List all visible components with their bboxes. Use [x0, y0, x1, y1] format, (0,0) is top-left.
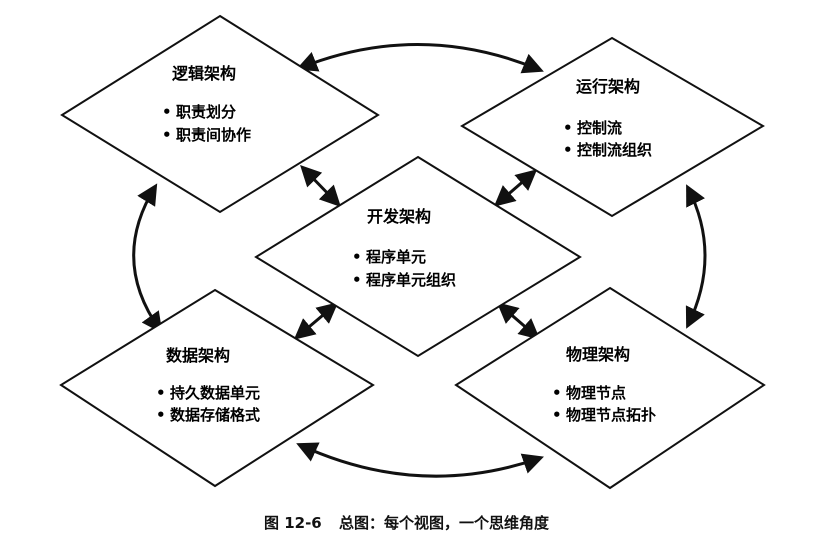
arrow-physical-data: [296, 442, 544, 478]
bullet: •: [162, 126, 172, 144]
arrow-data-logical: [132, 183, 163, 334]
node-item-physical-1: 物理节点: [566, 384, 626, 402]
node-item-data-1: 持久数据单元: [170, 384, 260, 402]
bullet: •: [156, 406, 166, 424]
bullet: •: [563, 119, 573, 137]
arrow-physical-development: [496, 302, 541, 340]
node-title-logical: 逻辑架构: [172, 64, 236, 83]
arrow-runtime-development: [493, 169, 538, 207]
bullet: •: [162, 103, 172, 121]
figure-caption-text: 总图：每个视图，一个思维角度: [338, 514, 549, 532]
figure-number: 图 12-6: [263, 514, 322, 532]
bullet: •: [552, 384, 562, 402]
node-title-runtime: 运行架构: [576, 77, 640, 96]
node-title-development: 开发架构: [367, 207, 431, 226]
arrow-logical-runtime: [296, 43, 544, 74]
bullet: •: [552, 406, 562, 424]
figure-caption: 图 12-6 总图：每个视图，一个思维角度: [0, 512, 813, 533]
node-item-logical-1: 职责划分: [176, 103, 236, 121]
node-item-physical-2: 物理节点拓扑: [566, 406, 656, 424]
node-item-runtime-2: 控制流组织: [577, 141, 652, 159]
node-item-development-2: 程序单元组织: [366, 271, 456, 289]
node-item-data-2: 数据存储格式: [170, 406, 260, 424]
arrow-runtime-physical: [685, 184, 707, 329]
runtime-view-shape: [460, 36, 765, 218]
logical-view-shape: [60, 14, 380, 214]
arrow-data-development: [293, 302, 339, 340]
node-title-physical: 物理架构: [566, 345, 630, 364]
node-item-logical-2: 职责间协作: [176, 126, 251, 144]
bullet: •: [156, 384, 166, 402]
node-item-development-1: 程序单元: [366, 248, 426, 266]
data-view-shape: [59, 288, 375, 488]
bullet: •: [563, 141, 573, 159]
arrow-logical-development: [300, 164, 341, 208]
bullet: •: [352, 271, 362, 289]
node-item-runtime-1: 控制流: [577, 119, 622, 137]
node-title-data: 数据架构: [166, 346, 230, 365]
development-view-shape: [254, 155, 582, 358]
physical-view-shape: [454, 286, 766, 490]
bullet: •: [352, 248, 362, 266]
